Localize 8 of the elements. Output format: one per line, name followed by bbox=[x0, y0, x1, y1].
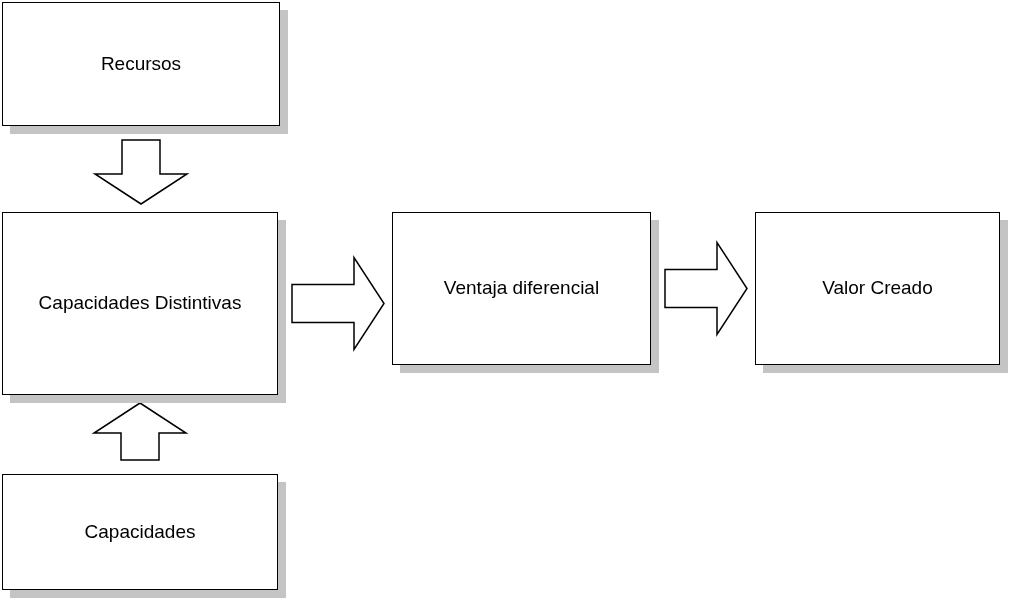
block-arrow bbox=[664, 239, 748, 338]
box-label: Valor Creado bbox=[822, 277, 933, 300]
box-label: Capacidades bbox=[84, 520, 196, 544]
box-label: Recursos bbox=[100, 52, 182, 76]
box-label: Ventaja diferencial bbox=[443, 277, 600, 300]
block-arrow bbox=[92, 139, 190, 205]
box-label: Capacidades Distintivas bbox=[38, 292, 242, 315]
block-arrow bbox=[291, 254, 385, 353]
